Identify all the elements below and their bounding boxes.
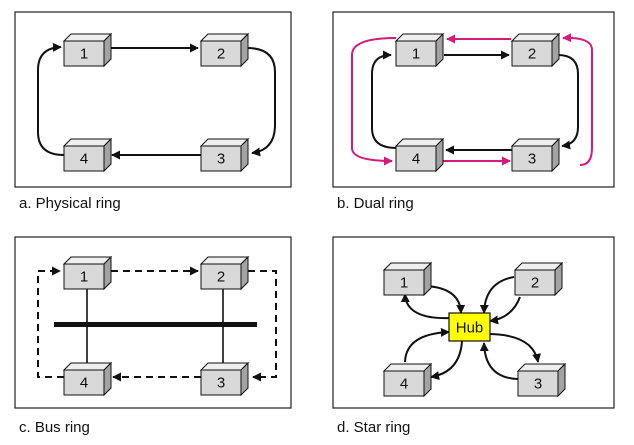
node-1-panel-a: 1 [62, 32, 113, 68]
node-label: 2 [217, 269, 225, 286]
node-3-panel-b: 3 [510, 137, 561, 173]
node-1-panel-d: 1 [382, 261, 433, 297]
panel-c-caption: c. Bus ring [19, 419, 90, 436]
panel-b-frame [332, 11, 615, 188]
node-2-panel-a: 2 [199, 32, 250, 68]
panel-c-bus [54, 322, 257, 327]
node-label: 4 [400, 376, 408, 393]
node-4-panel-a: 4 [62, 137, 113, 173]
node-label: 2 [217, 46, 225, 63]
node-4-panel-d: 4 [382, 362, 433, 398]
nodes-layer: 1 2 3 4 1 2 3 4 1 2 3 4 1 2 3 4 [62, 32, 567, 398]
node-3-panel-a: 3 [199, 137, 250, 173]
node-label: 2 [531, 275, 539, 292]
node-label: 2 [528, 46, 536, 63]
node-label: 1 [80, 269, 88, 286]
node-label: 3 [534, 376, 542, 393]
node-label: 4 [80, 375, 88, 392]
node-label: 3 [528, 151, 536, 168]
panel-a-caption: a. Physical ring [19, 195, 121, 212]
panel-d-links [400, 276, 541, 381]
panel-c-drops [86, 286, 224, 367]
panel-d-caption: d. Star ring [337, 419, 410, 436]
node-label: 1 [412, 46, 420, 63]
panel-b-caption: b. Dual ring [337, 195, 414, 212]
node-label: 1 [400, 275, 408, 292]
node-2-panel-c: 2 [199, 255, 250, 291]
node-3-panel-d: 3 [516, 362, 567, 398]
panel-a-links [37, 42, 276, 160]
panel-b-inner-ring [371, 50, 579, 155]
node-label: 4 [80, 151, 88, 168]
node-label: 4 [412, 151, 420, 168]
node-2-panel-b: 2 [510, 32, 561, 68]
node-label: 3 [217, 375, 225, 392]
panel-d-hub-label: Hub [456, 320, 484, 337]
panel-c-ring [37, 266, 277, 382]
node-3-panel-c: 3 [199, 361, 250, 397]
node-label: 3 [217, 151, 225, 168]
panel-b-outer-ring [351, 33, 593, 166]
panel-d-frame [332, 236, 615, 409]
node-2-panel-d: 2 [513, 261, 564, 297]
node-4-panel-c: 4 [62, 361, 113, 397]
node-4-panel-b: 4 [394, 137, 445, 173]
node-label: 1 [80, 46, 88, 63]
panel-c-frame [14, 236, 292, 409]
panel-a-frame [14, 11, 292, 188]
node-1-panel-b: 1 [394, 32, 445, 68]
node-1-panel-c: 1 [62, 255, 113, 291]
panel-d-hub-box [448, 312, 491, 342]
